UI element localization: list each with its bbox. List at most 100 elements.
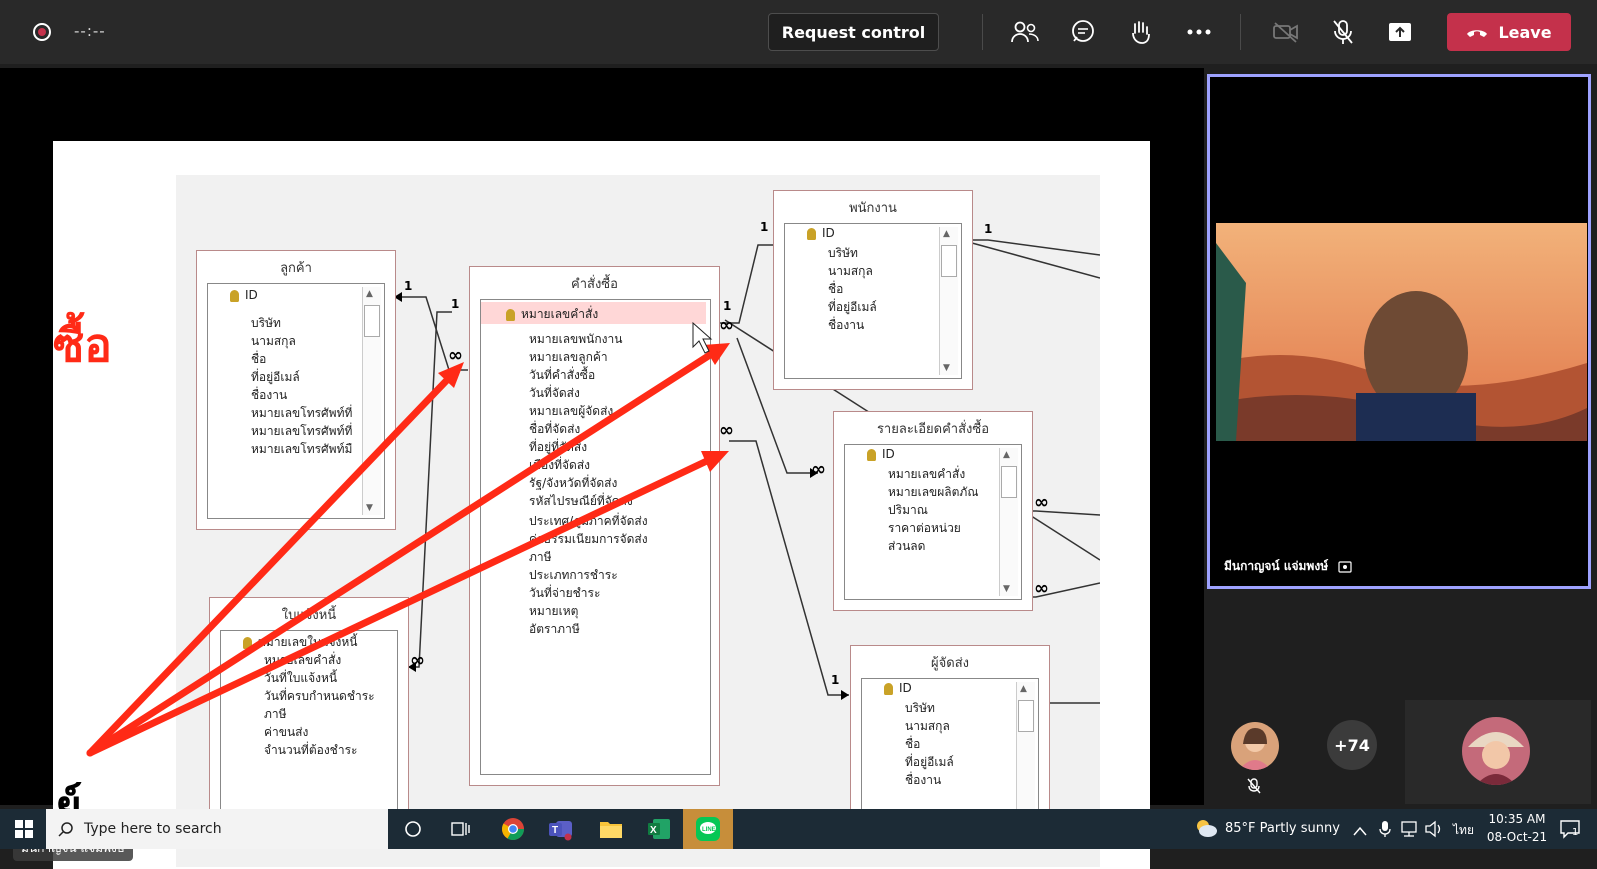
- search-icon: [58, 822, 73, 837]
- chrome-icon[interactable]: [497, 813, 529, 845]
- participants-icon[interactable]: [1009, 16, 1041, 48]
- field: อัตราภาษี: [529, 622, 580, 636]
- weather-text[interactable]: 85°F Partly sunny: [1225, 821, 1340, 836]
- field: รัฐ/จังหวัดที่จัดส่ง: [529, 476, 618, 490]
- field: ส่วนลด: [888, 539, 926, 553]
- entity-title: พนักงาน: [849, 201, 897, 216]
- search-placeholder: Type here to search: [84, 821, 222, 837]
- field: หมายเลขโทรศัพท์ที่: [251, 424, 353, 438]
- scroll-down-icon[interactable]: ▼: [366, 503, 373, 513]
- field: ชื่องาน: [251, 388, 288, 402]
- field: วันที่จัดส่ง: [529, 386, 580, 400]
- participant-mic-off-icon: [1247, 778, 1261, 798]
- toolbar-divider: [1240, 14, 1241, 50]
- scroll-thumb[interactable]: [1001, 466, 1017, 498]
- field: หมายเหตุ: [529, 604, 579, 618]
- rel-label-many: ∞: [719, 420, 734, 441]
- scroll-up-icon[interactable]: ▲: [1020, 684, 1027, 694]
- field: ชื่อ: [251, 352, 267, 366]
- entity-title: ผู้จัดส่ง: [931, 656, 969, 671]
- scrollbar[interactable]: ▲▼: [1016, 682, 1035, 830]
- field: นามสกุล: [828, 264, 873, 278]
- field: จำนวนที่ต้องชำระ: [264, 743, 358, 757]
- field: วันที่คำสั่งซื้อ: [529, 368, 596, 382]
- scrollbar[interactable]: ▲▼: [939, 227, 958, 375]
- rel-label-many: ∞: [1034, 492, 1049, 513]
- request-control-button[interactable]: Request control: [768, 13, 939, 51]
- raise-hand-icon[interactable]: [1125, 16, 1157, 48]
- field: หมายเลขคำสั่ง: [888, 467, 966, 481]
- scroll-up-icon[interactable]: ▲: [943, 229, 950, 239]
- field-list: ID บริษัท นามสกุล ชื่อ ที่อยู่อีเมล์ ชื่…: [784, 223, 962, 379]
- scroll-down-icon[interactable]: ▼: [943, 363, 950, 373]
- chevron-up-icon[interactable]: [1353, 821, 1367, 840]
- windows-taskbar: Type here to search T X LINE 85°F Partly…: [0, 809, 1597, 849]
- scroll-thumb[interactable]: [941, 245, 957, 277]
- recording-icon: [33, 23, 51, 41]
- speaker-video: [1216, 223, 1587, 441]
- active-speaker-tile[interactable]: มีนกาญจน์ แจ่มพงษ์: [1207, 74, 1591, 589]
- excel-icon[interactable]: X: [643, 813, 675, 845]
- clock-date[interactable]: 08-Oct-21: [1486, 830, 1548, 844]
- input-language[interactable]: ไทย: [1453, 823, 1474, 837]
- shared-slide: ซื้อ ย์: [53, 141, 1150, 869]
- chat-icon[interactable]: [1067, 16, 1099, 48]
- taskbar-search-box[interactable]: Type here to search: [46, 809, 388, 849]
- rel-label-many: ∞: [1034, 578, 1049, 599]
- weather-icon[interactable]: [1193, 817, 1219, 843]
- camera-off-icon[interactable]: [1270, 16, 1302, 48]
- network-icon[interactable]: [1399, 820, 1419, 842]
- meeting-timer: --:--: [74, 22, 106, 40]
- field: หมายเลขพนักงาน: [529, 332, 623, 346]
- notification-icon[interactable]: [1560, 819, 1582, 843]
- scroll-up-icon[interactable]: ▲: [366, 289, 373, 299]
- field: หมายเลขลูกค้า: [529, 350, 608, 364]
- field: วันที่ใบแจ้งหนี้: [264, 671, 338, 685]
- participant-tile[interactable]: [1405, 700, 1591, 804]
- cortana-icon[interactable]: [397, 813, 429, 845]
- entity-employee[interactable]: พนักงาน ID บริษัท นามสกุล ชื่อ ที่อยู่อี…: [773, 190, 973, 390]
- mouse-cursor-icon: [692, 321, 713, 354]
- line-app-icon[interactable]: LINE: [683, 809, 733, 849]
- entity-title: ลูกค้า: [280, 261, 312, 276]
- microphone-icon[interactable]: [1379, 820, 1391, 842]
- participant-avatar[interactable]: [1231, 722, 1279, 770]
- windows-start-icon[interactable]: [8, 813, 40, 845]
- mic-off-icon[interactable]: [1327, 16, 1359, 48]
- entity-order-details[interactable]: รายละเอียดคำสั่งซื้อ ID หมายเลขคำสั่ง หม…: [833, 411, 1033, 611]
- task-view-icon[interactable]: [445, 813, 477, 845]
- entity-customer[interactable]: ลูกค้า ID บริษัท นามสกุล ชื่อ ที่อยู่อีเ…: [196, 250, 396, 530]
- participant-avatar: [1462, 717, 1530, 785]
- svg-text:T: T: [552, 825, 558, 836]
- scrollbar[interactable]: ▲▼: [999, 448, 1018, 596]
- leave-button[interactable]: Leave: [1447, 13, 1571, 51]
- shared-screen-stage: ซื้อ ย์: [0, 68, 1204, 869]
- scroll-down-icon[interactable]: ▼: [1003, 584, 1010, 594]
- entity-title: คำสั่งซื้อ: [571, 277, 618, 292]
- clock-time[interactable]: 10:35 AM: [1488, 812, 1546, 826]
- teams-icon[interactable]: T: [545, 813, 577, 845]
- entity-invoice[interactable]: ใบแจ้งหนี้ หมายเลขใบแจ้งหนี้ หมายเลขคำสั…: [209, 597, 409, 834]
- scroll-thumb[interactable]: [364, 305, 380, 337]
- relationship-diagram: 1 1 ∞ ∞ 1 ∞ 1 ∞ ∞ 1 1 ∞ ∞ ลูกค้า ID บริษ…: [176, 175, 1100, 867]
- rel-label-one: 1: [831, 673, 840, 687]
- file-explorer-icon[interactable]: [595, 813, 627, 845]
- key-field-highlight: [481, 302, 706, 324]
- more-options-icon[interactable]: [1183, 16, 1215, 48]
- field: ภาษี: [264, 707, 287, 721]
- field-list: หมายเลขคำสั่ง หมายเลขพนักงาน หมายเลขลูกค…: [480, 299, 711, 775]
- field: ที่อยู่อีเมล์: [828, 300, 877, 314]
- notification-count: 1: [1572, 827, 1579, 838]
- field: ที่อยู่อีเมล์: [251, 370, 300, 384]
- scroll-thumb[interactable]: [1018, 700, 1034, 732]
- scroll-up-icon[interactable]: ▲: [1003, 450, 1010, 460]
- field: ปริมาณ: [888, 503, 928, 517]
- pinned-icon: [1338, 560, 1352, 573]
- volume-icon[interactable]: [1424, 820, 1444, 842]
- more-participants-button[interactable]: +74: [1327, 720, 1377, 770]
- share-screen-icon[interactable]: [1384, 16, 1416, 48]
- field: ชื่อที่จัดส่ง: [529, 422, 581, 436]
- speaker-name: มีนกาญจน์ แจ่มพงษ์: [1224, 557, 1352, 576]
- rel-label-one: 1: [984, 222, 993, 236]
- entity-order[interactable]: คำสั่งซื้อ หมายเลขคำสั่ง หมายเลขพนักงาน …: [469, 266, 720, 786]
